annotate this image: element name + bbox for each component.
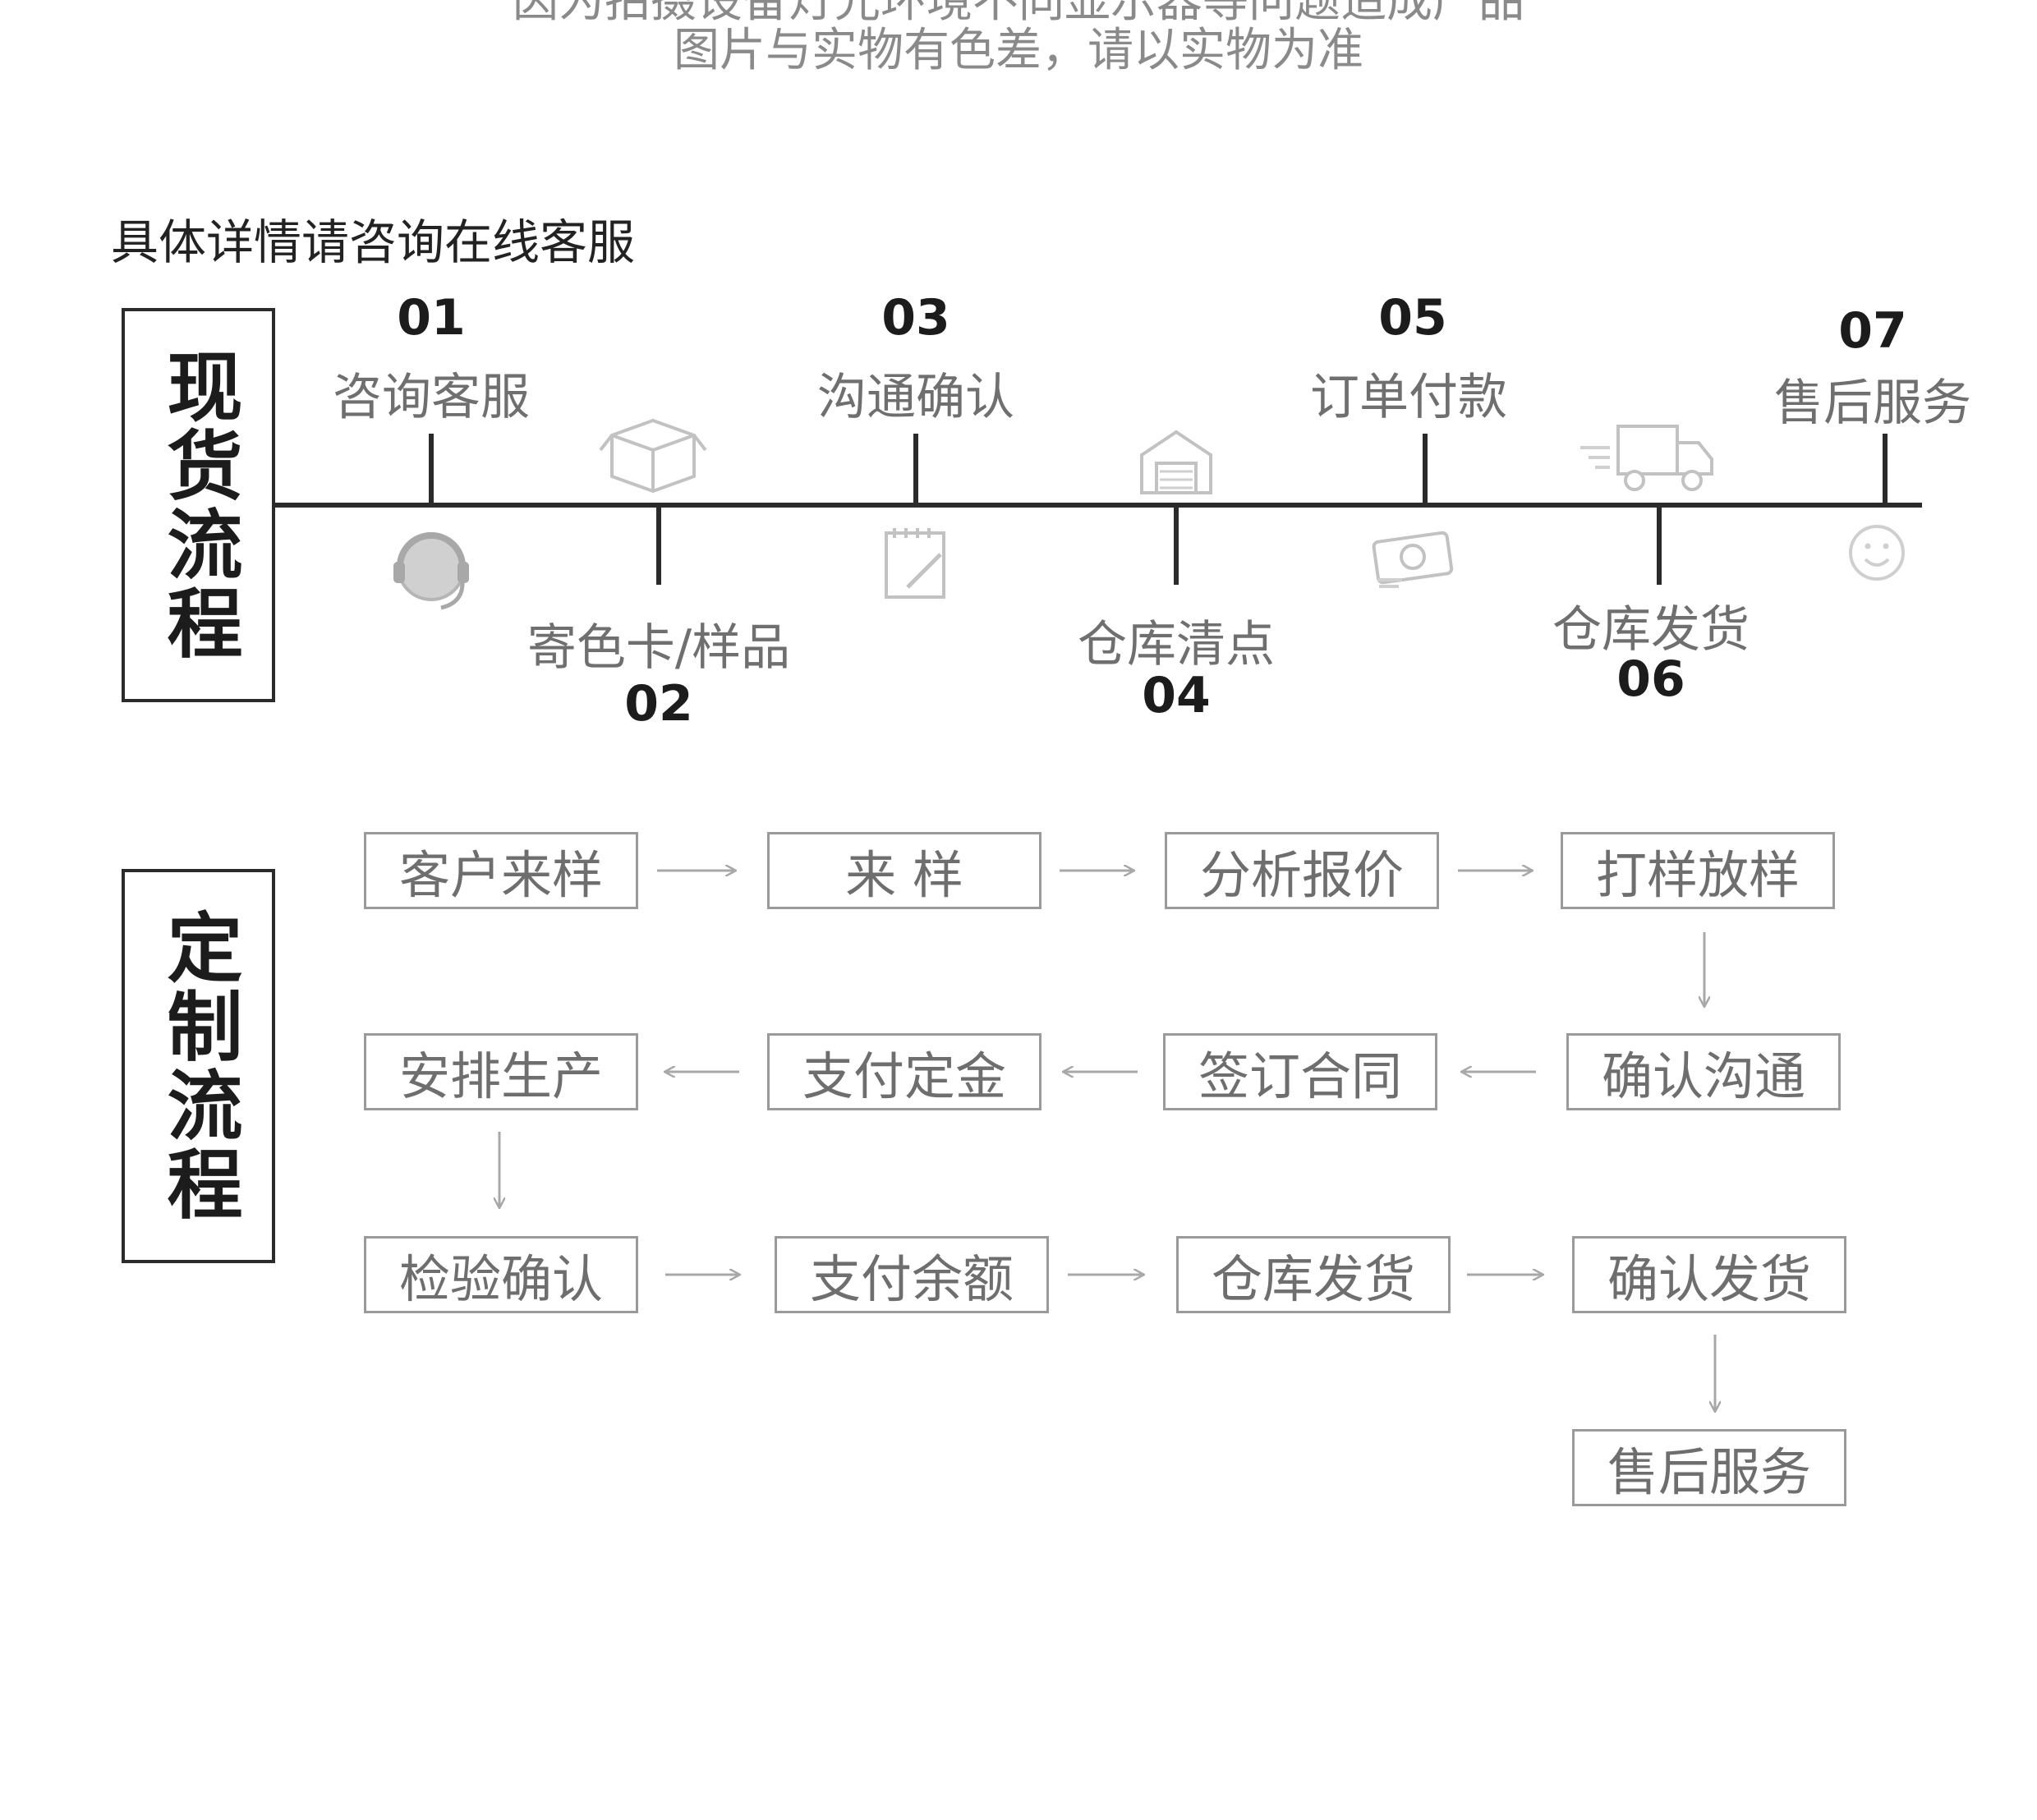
- consult-text: 具体详情请咨询在线客服: [111, 214, 636, 270]
- step-03-number: 03: [881, 289, 950, 347]
- step-04-number: 04: [1142, 667, 1211, 724]
- stock-process-title: 现货流程: [154, 347, 242, 663]
- flow-box-balance: 支付余额: [775, 1236, 1049, 1313]
- smiley-icon: [1849, 525, 1905, 581]
- step-05-number: 05: [1378, 289, 1447, 347]
- step-06-label: 仓库发货: [1552, 601, 1750, 659]
- flow-box-quote: 分析报价: [1165, 832, 1439, 909]
- flow-box-production: 安排生产: [364, 1033, 638, 1110]
- step-02-label: 寄色卡/样品: [526, 619, 791, 677]
- flow-box-confirm-communication: 确认沟通: [1566, 1033, 1841, 1110]
- step-07-number: 07: [1838, 302, 1907, 360]
- flow-box-confirm-shipment: 确认发货: [1572, 1236, 1846, 1313]
- step-03-label: 沟通确认: [817, 369, 1014, 426]
- step-02-number: 02: [624, 675, 693, 733]
- flow-box-sample: 来 样: [767, 832, 1041, 909]
- flow-box-inspection: 检验确认: [364, 1236, 638, 1313]
- flow-box-warehouse-ship: 仓库发货: [1176, 1236, 1451, 1313]
- flow-box-contract: 签订合同: [1163, 1033, 1437, 1110]
- flow-box-proofing: 打样放样: [1561, 832, 1835, 909]
- step-07-label: 售后服务: [1774, 375, 1971, 432]
- truck-icon: [1580, 425, 1713, 491]
- step-01-label: 咨询客服: [333, 369, 530, 426]
- step-01-number: 01: [397, 289, 466, 347]
- custom-process-title: 定制流程: [154, 908, 242, 1224]
- flow-box-customer-sample: 客户来样: [364, 832, 638, 909]
- notice-line-2: 图片与实物有色差，请以实物为准: [674, 24, 1363, 77]
- step-06-number: 06: [1616, 650, 1685, 708]
- step-05-label: 订单付款: [1310, 369, 1507, 426]
- box-icon: [599, 418, 707, 493]
- money-icon: [1372, 531, 1454, 588]
- warehouse-icon: [1140, 430, 1212, 494]
- headset-icon: [393, 532, 469, 610]
- flow-box-deposit: 支付定金: [767, 1033, 1041, 1110]
- notepad-icon: [885, 528, 945, 599]
- custom-process-title-box: 定制流程: [122, 869, 275, 1263]
- step-04-label: 仓库清点: [1078, 616, 1275, 673]
- notice-line-1: 因为拍摄设备灯光环境不同显示器等问题造成产品: [513, 0, 1524, 28]
- stock-process-title-box: 现货流程: [122, 308, 275, 702]
- flow-box-after-sales: 售后服务: [1572, 1429, 1846, 1506]
